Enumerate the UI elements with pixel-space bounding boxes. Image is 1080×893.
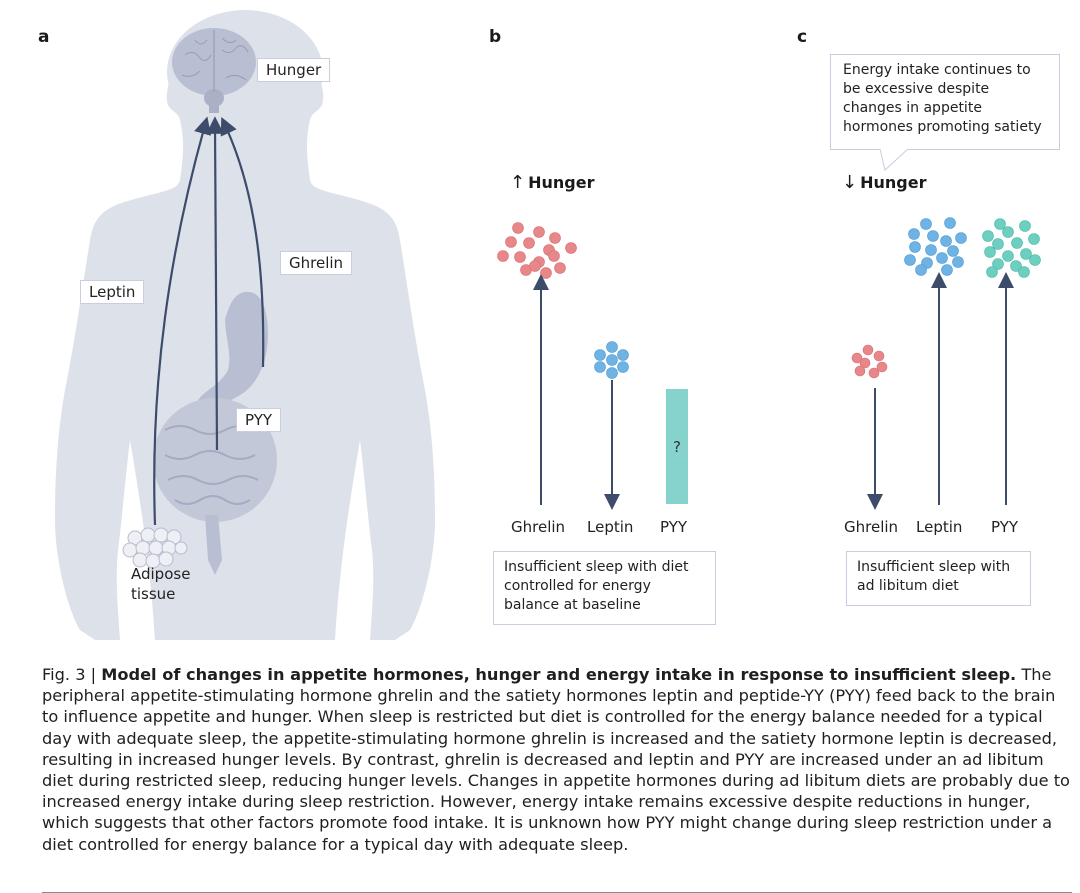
leptin-label: Leptin bbox=[80, 280, 145, 304]
panel-b-condition-box: Insufficient sleep with diet controlled … bbox=[493, 551, 716, 625]
figure-title: Model of changes in appetite hormones, h… bbox=[101, 665, 1017, 684]
panel-c-condition-box: Insufficient sleep with ad libitum diet bbox=[846, 551, 1031, 606]
pyy-label: PYY bbox=[236, 408, 282, 432]
panel-c-letter: c bbox=[797, 27, 808, 47]
pyy-unknown-bar: ? bbox=[666, 389, 688, 504]
ghrelin-cluster bbox=[497, 222, 577, 279]
hunger-label: Hunger bbox=[257, 58, 331, 82]
adipose-label-line1: Adipose bbox=[131, 565, 191, 583]
ghrelin-arrow bbox=[220, 117, 265, 368]
adipose-tissue-label: Adipose tissue bbox=[131, 564, 190, 604]
panel-b-pyy-label: PYY bbox=[660, 518, 688, 536]
panel-c-diagram bbox=[851, 217, 1041, 510]
panel-c-pyy-label: PYY bbox=[991, 518, 1019, 536]
leptin-large-cluster bbox=[904, 217, 967, 276]
pyy-arrow bbox=[206, 116, 224, 451]
leptin-cluster bbox=[594, 341, 629, 379]
question-mark: ? bbox=[673, 437, 681, 456]
figure-caption-body: The peripheral appetite-stimulating horm… bbox=[42, 665, 1070, 854]
panel-b-hunger: ↑Hunger bbox=[510, 172, 594, 193]
panel-a-letter: a bbox=[38, 27, 50, 47]
arrow-down-icon: ↓ bbox=[842, 172, 858, 193]
panel-b-leptin-label: Leptin bbox=[587, 518, 634, 536]
figure-caption: Fig. 3 | Model of changes in appetite ho… bbox=[42, 664, 1072, 855]
stomach-icon bbox=[198, 291, 268, 405]
body-illustration bbox=[55, 10, 435, 640]
figure: a bbox=[38, 10, 1060, 640]
adipose-tissue-icon bbox=[122, 527, 188, 569]
ghrelin-small-cluster bbox=[851, 344, 888, 379]
callout-pointer bbox=[880, 148, 909, 171]
leptin-arrow bbox=[153, 116, 212, 526]
brain-icon bbox=[172, 28, 256, 113]
arrow-up-icon: ↑ bbox=[510, 172, 526, 193]
panel-c-hunger: ↓Hunger bbox=[842, 172, 926, 193]
figure-number: Fig. 3 | bbox=[42, 665, 102, 684]
panel-c-callout: Energy intake continues to be excessive … bbox=[830, 54, 1060, 150]
panel-b-hunger-label: Hunger bbox=[528, 173, 595, 192]
panel-b-ghrelin-label: Ghrelin bbox=[511, 518, 566, 536]
ghrelin-label: Ghrelin bbox=[280, 251, 353, 275]
panel-b-letter: b bbox=[489, 27, 502, 47]
panel-c-ghrelin-label: Ghrelin bbox=[844, 518, 899, 536]
panel-c-hunger-label: Hunger bbox=[860, 173, 927, 192]
panel-b-diagram bbox=[497, 222, 629, 510]
pyy-large-cluster bbox=[982, 218, 1041, 278]
adipose-label-line2: tissue bbox=[131, 585, 176, 603]
panel-c-leptin-label: Leptin bbox=[916, 518, 963, 536]
